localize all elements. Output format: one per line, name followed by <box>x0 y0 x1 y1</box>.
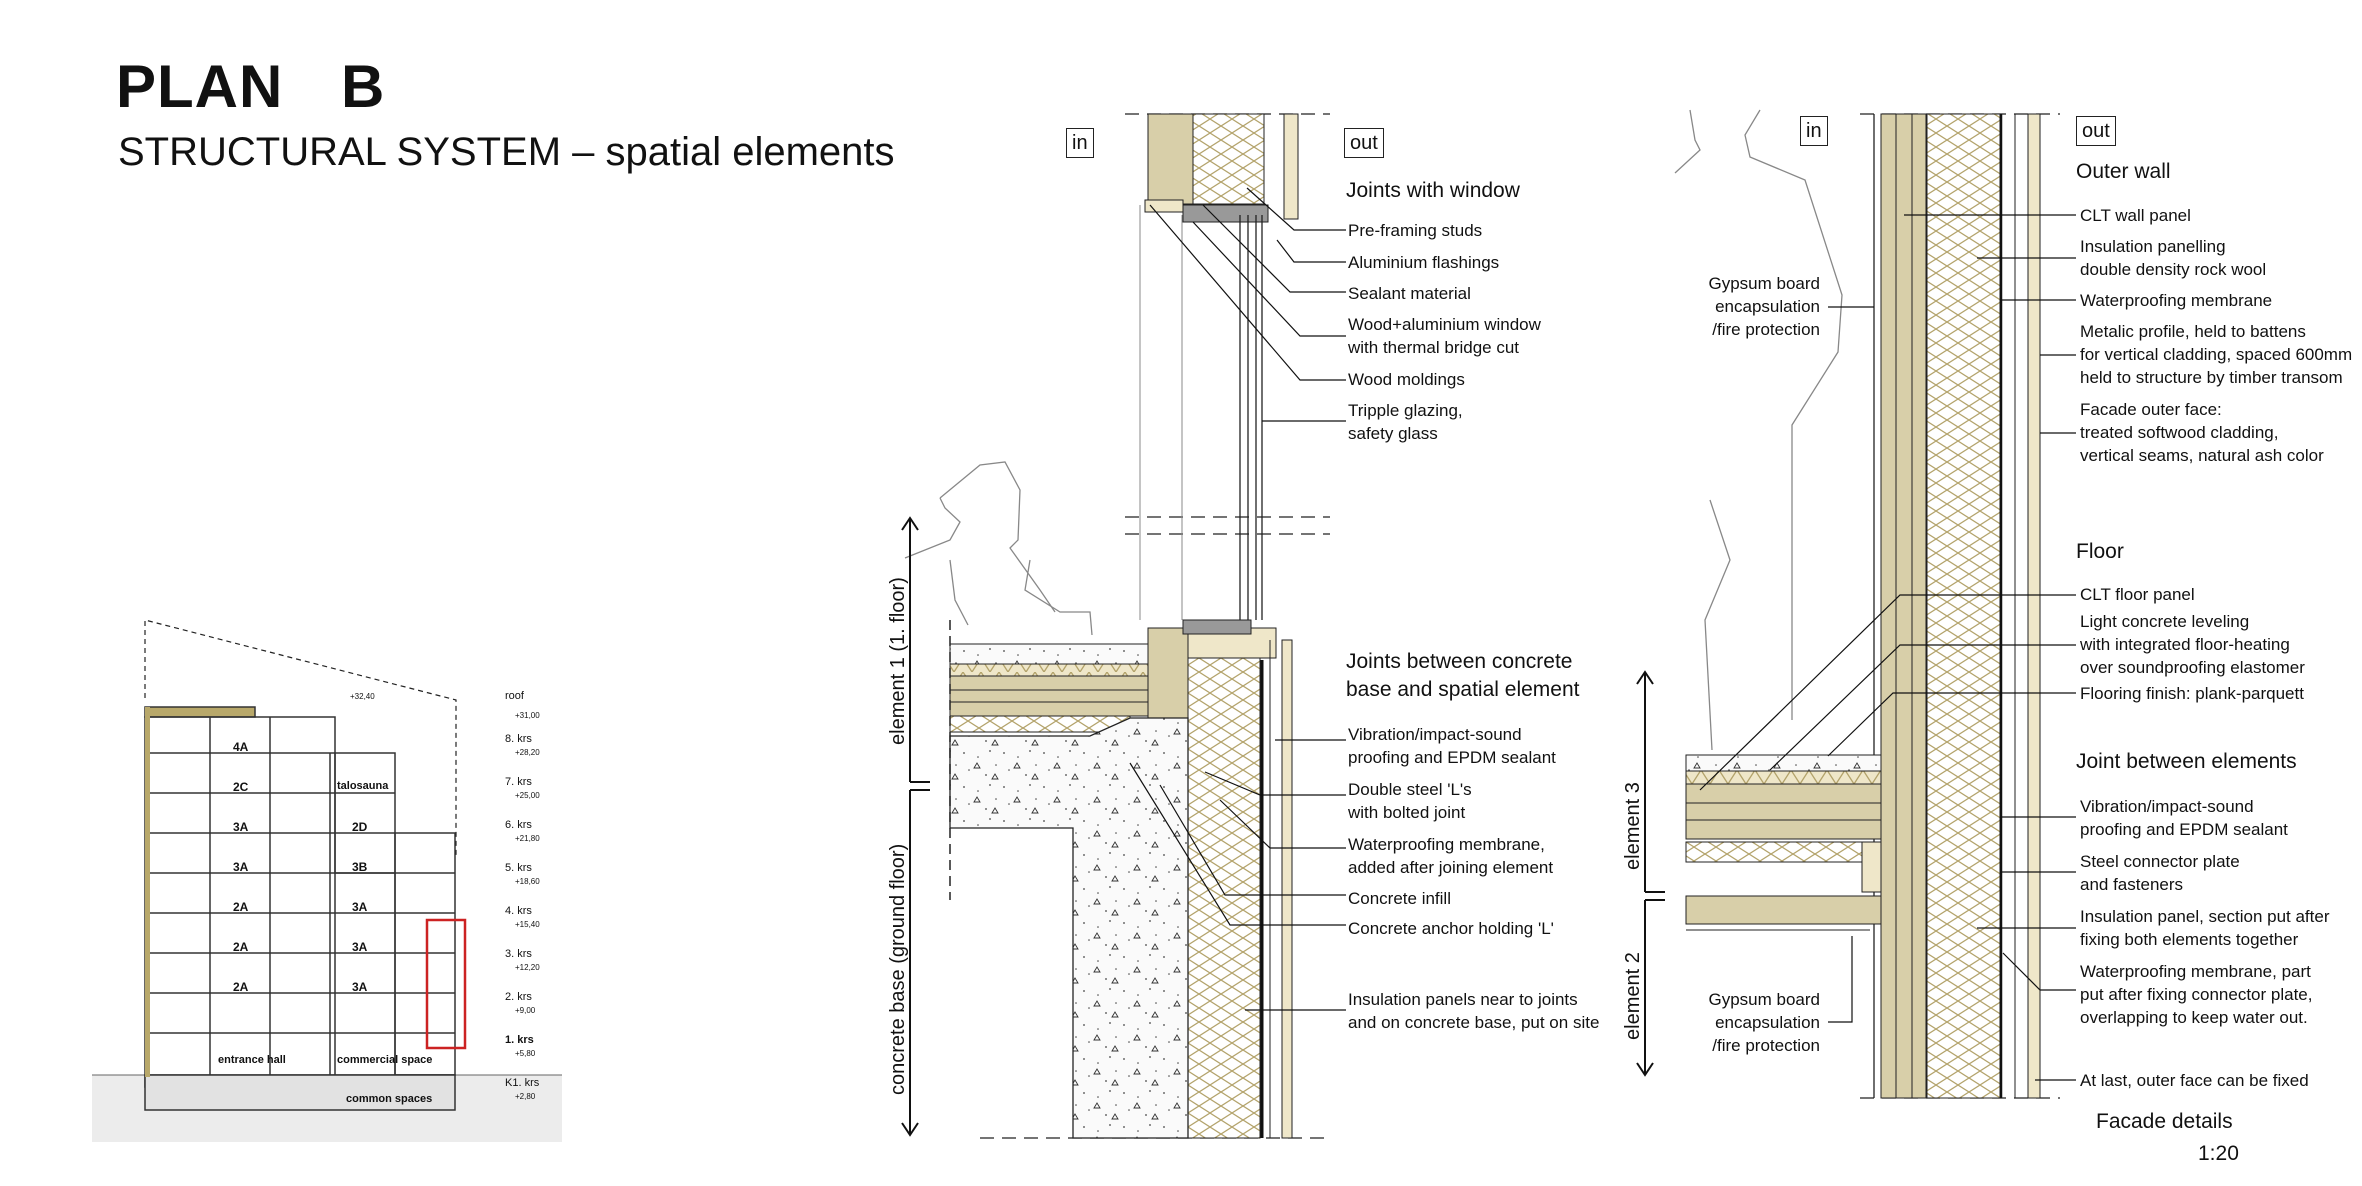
detail-highlight-box <box>425 918 467 1050</box>
unit-label: 3A <box>352 980 368 994</box>
level-elevation: +2,80 <box>515 1092 536 1101</box>
annotation: Light concrete leveling with integrated … <box>2080 612 2305 677</box>
out-label: out <box>2076 116 2116 146</box>
unit-label: 3A <box>233 820 249 834</box>
level-elevation: +12,20 <box>515 963 540 972</box>
section-heading: Joints between concrete base and spatial… <box>1346 650 1580 701</box>
level-label: K1. krs <box>505 1077 540 1089</box>
level-label: 5. krs <box>505 862 532 874</box>
annotation: Wood moldings <box>1348 370 1465 389</box>
unit-label: 3A <box>352 900 368 914</box>
page-subtitle: STRUCTURAL SYSTEM – spatial elements <box>118 130 895 174</box>
section-heading: Joints with window <box>1346 179 1520 202</box>
annotation: Facade outer face: treated softwood clad… <box>2080 400 2324 465</box>
annotation: At last, outer face can be fixed <box>2080 1071 2309 1090</box>
annotation: Flooring finish: plank-parquett <box>2080 684 2304 703</box>
annotation: Insulation panels near to joints and on … <box>1348 990 1600 1032</box>
space-label: commercial space <box>337 1054 433 1066</box>
level-elevation: +18,60 <box>515 877 540 886</box>
annotation: Waterproofing membrane, part put after f… <box>2080 962 2313 1027</box>
level-elevation: +5,80 <box>515 1049 536 1058</box>
annotation: Metalic profile, held to battens for ver… <box>2080 322 2353 387</box>
level-label: 8. krs <box>505 733 532 745</box>
annotation: Concrete anchor holding 'L' <box>1348 919 1554 938</box>
unit-label: talosauna <box>337 780 389 792</box>
space-label: entrance hall <box>218 1054 286 1066</box>
annotation: Insulation panelling double density rock… <box>2080 237 2267 279</box>
level-elevation: +21,80 <box>515 834 540 843</box>
annotation: Vibration/impact-sound proofing and EPDM… <box>1348 725 1556 767</box>
level-label: 6. krs <box>505 819 532 831</box>
space-label: common spaces <box>346 1093 433 1105</box>
level-elevation: +15,40 <box>515 920 540 929</box>
dimension-label: element 2 <box>1622 952 1644 1040</box>
unit-label: 2D <box>352 820 368 834</box>
level-label: 4. krs <box>505 905 532 917</box>
unit-label: 2A <box>233 900 249 914</box>
unit-label: 4A <box>233 740 249 754</box>
annotation: Tripple glazing, safety glass <box>1348 401 1463 443</box>
annotation: Steel connector plate and fasteners <box>2080 852 2240 894</box>
unit-label: 2A <box>233 940 249 954</box>
level-elevation: +28,20 <box>515 748 540 757</box>
level-elevation: +31,00 <box>515 711 540 720</box>
annotation: Double steel 'L's with bolted joint <box>1348 780 1472 822</box>
drawing-caption: Facade details <box>2096 1110 2233 1133</box>
level-elevation: +25,00 <box>515 791 540 800</box>
annotation: Wood+aluminium window with thermal bridg… <box>1348 315 1541 357</box>
annotation: Vibration/impact-sound proofing and EPDM… <box>2080 797 2288 839</box>
level-label: 1. krs <box>505 1034 534 1046</box>
out-label: out <box>1344 128 1384 158</box>
unit-label: 3A <box>352 940 368 954</box>
annotation: Gypsum board encapsulation /fire protect… <box>1708 990 1821 1055</box>
drawing-scale: 1:20 <box>2198 1142 2239 1165</box>
annotation: Aluminium flashings <box>1348 253 1500 272</box>
in-label: in <box>1800 116 1828 146</box>
section-heading: Floor <box>2076 540 2124 563</box>
unit-label: 3B <box>352 860 368 874</box>
annotation: Waterproofing membrane, added after join… <box>1348 835 1554 877</box>
annotation: CLT wall panel <box>2080 206 2191 225</box>
section-heading: Joint between elements <box>2076 750 2297 773</box>
annotation: Pre-framing studs <box>1348 221 1483 240</box>
annotation: Insulation panel, section put after fixi… <box>2080 907 2330 949</box>
annotation: CLT floor panel <box>2080 585 2195 604</box>
section-heading: Outer wall <box>2076 160 2171 183</box>
unit-label: 3A <box>233 860 249 874</box>
unit-label: 2A <box>233 980 249 994</box>
annotation: Gypsum board encapsulation /fire protect… <box>1708 274 1821 339</box>
level-label: 3. krs <box>505 948 532 960</box>
annotation: Waterproofing membrane <box>2080 291 2273 310</box>
detail-1-drawing <box>901 113 1346 1139</box>
dimension-label: element 1 (1. floor) <box>887 577 909 745</box>
in-label: in <box>1066 128 1094 158</box>
detail-2-drawing <box>1636 109 2076 1099</box>
level-label: 7. krs <box>505 776 532 788</box>
level-label: roof <box>505 690 524 702</box>
building-section <box>92 619 562 1142</box>
annotation: Concrete infill <box>1348 889 1451 908</box>
dimension-label: concrete base (ground floor) <box>887 843 909 1095</box>
unit-label: 2C <box>233 780 249 794</box>
top-elevation: +32,40 <box>350 692 375 701</box>
level-label: 2. krs <box>505 991 532 1003</box>
page-title: PLAN B <box>116 53 386 120</box>
level-elevation: +9,00 <box>515 1006 536 1015</box>
dimension-label: element 3 <box>1622 782 1644 870</box>
annotation: Sealant material <box>1348 284 1471 303</box>
